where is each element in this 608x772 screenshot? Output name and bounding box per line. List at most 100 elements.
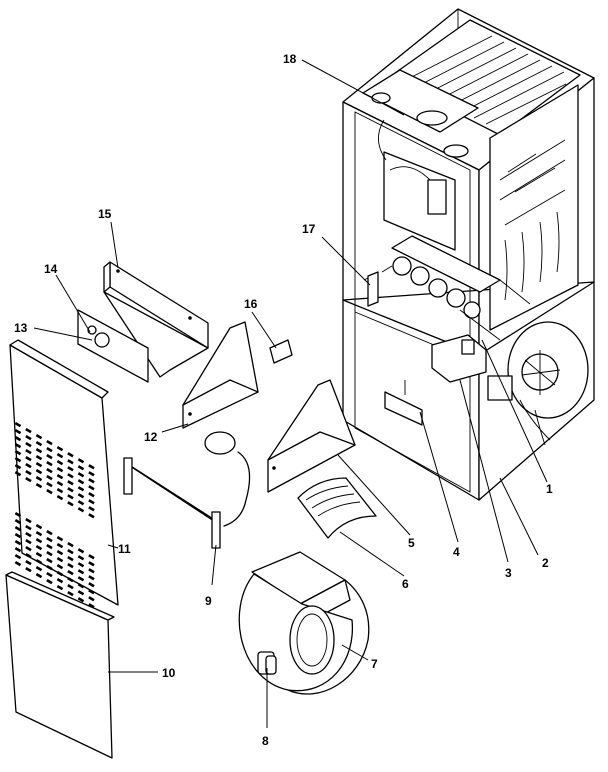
louver-slot: [46, 461, 53, 467]
louver-slot: [77, 500, 85, 506]
louver-slot: [77, 555, 85, 561]
part-12-bracket: [182, 321, 259, 429]
callout-17: 17: [302, 222, 316, 236]
louver-slot: [56, 460, 64, 466]
part-6-filter: [297, 477, 377, 539]
callout-5: 5: [408, 536, 415, 550]
leader-lines: [33, 59, 548, 728]
louver-slot: [14, 519, 22, 525]
louver-slot: [14, 443, 22, 449]
louver-slot: [25, 517, 32, 524]
louver-slot: [56, 557, 64, 563]
louver-slot: [77, 479, 85, 485]
louver-slot: [35, 448, 43, 454]
louver-slot: [46, 529, 53, 536]
top-panel: [362, 69, 479, 158]
louver-slot: [14, 450, 22, 456]
callout-labels: 1 2 3 4 5 6 7 8 9 10 11 12 13 14 15 16 1…: [14, 52, 553, 748]
louver-slot: [67, 563, 74, 569]
louver-slot: [46, 550, 53, 557]
callout-16: 16: [244, 297, 258, 311]
heat-exchanger: [387, 19, 581, 331]
part-14-bracket: [77, 309, 149, 383]
louver-slot: [46, 440, 53, 446]
louver-slot: [35, 566, 43, 572]
louver-slot: [46, 482, 53, 488]
louver-slot: [88, 568, 95, 574]
louver-slot: [67, 459, 74, 465]
callout-18: 18: [283, 52, 297, 66]
louver-slot: [77, 562, 85, 568]
louver-slot: [14, 511, 22, 518]
callout-4: 4: [453, 545, 460, 559]
louver-slot: [56, 564, 64, 570]
louver-slot: [35, 523, 43, 530]
callout-6: 6: [402, 577, 409, 591]
louver-slot: [77, 548, 85, 554]
part-9-pressure-switch: [123, 431, 251, 549]
callout-3: 3: [505, 566, 512, 580]
louver-slot: [56, 585, 64, 591]
louver-slot: [67, 570, 74, 576]
louver-slot: [46, 558, 53, 564]
louver-slot: [88, 575, 95, 581]
louver-slot: [14, 540, 22, 546]
louver-slot: [77, 493, 85, 499]
louver-slot: [77, 597, 85, 603]
louver-slot: [35, 455, 43, 461]
louver-slot: [77, 569, 85, 575]
louver-slot: [67, 487, 74, 493]
louver-slot: [25, 531, 32, 538]
louver-slot: [67, 452, 74, 458]
louver-slot: [25, 463, 32, 469]
louver-slot: [25, 560, 32, 566]
louver-slot: [46, 489, 53, 495]
callout-10: 10: [162, 666, 176, 680]
louver-slot: [67, 473, 74, 479]
louver-slot: [77, 472, 85, 478]
louver-slot: [46, 579, 53, 585]
louver-slot: [67, 555, 74, 562]
louver-slot: [77, 590, 85, 596]
louver-slot: [25, 449, 32, 455]
louver-slot: [56, 578, 64, 584]
louver-slot: [25, 435, 32, 441]
louver-slot: [35, 434, 43, 440]
louver-slot: [88, 471, 95, 477]
louver-slot: [88, 485, 95, 491]
louver-slot: [25, 477, 32, 483]
louver-slot: [35, 531, 43, 537]
louver-slot: [35, 476, 43, 482]
louver-slot: [25, 525, 32, 531]
louver-slot: [35, 573, 43, 579]
louver-slot: [88, 582, 95, 588]
louver-slot: [46, 468, 53, 474]
louver-slot: [56, 495, 64, 501]
louver-slot: [14, 436, 22, 442]
callout-15: 15: [98, 207, 112, 221]
louver-slot: [67, 584, 74, 590]
callout-8: 8: [262, 734, 269, 748]
louver-slot: [56, 474, 64, 480]
louver-slot: [35, 558, 43, 565]
door-louvers: [14, 422, 95, 609]
louver-slot: [35, 462, 43, 468]
louver-slot: [35, 537, 43, 544]
callout-13: 13: [14, 321, 28, 335]
louver-slot: [25, 470, 32, 476]
louver-slot: [14, 422, 22, 428]
louver-slot: [56, 467, 64, 473]
louver-slot: [56, 543, 64, 549]
louver-slot: [67, 466, 74, 472]
part-10-door: [5, 571, 115, 759]
louver-slot: [77, 486, 85, 492]
louver-slot: [67, 501, 74, 507]
louver-slot: [46, 475, 53, 481]
louver-slot: [25, 428, 32, 434]
louver-slot: [25, 538, 32, 545]
louver-slot: [77, 576, 85, 582]
part-17-flame-sensor: [363, 271, 379, 307]
callout-7: 7: [371, 657, 378, 671]
louver-slot: [25, 552, 32, 559]
